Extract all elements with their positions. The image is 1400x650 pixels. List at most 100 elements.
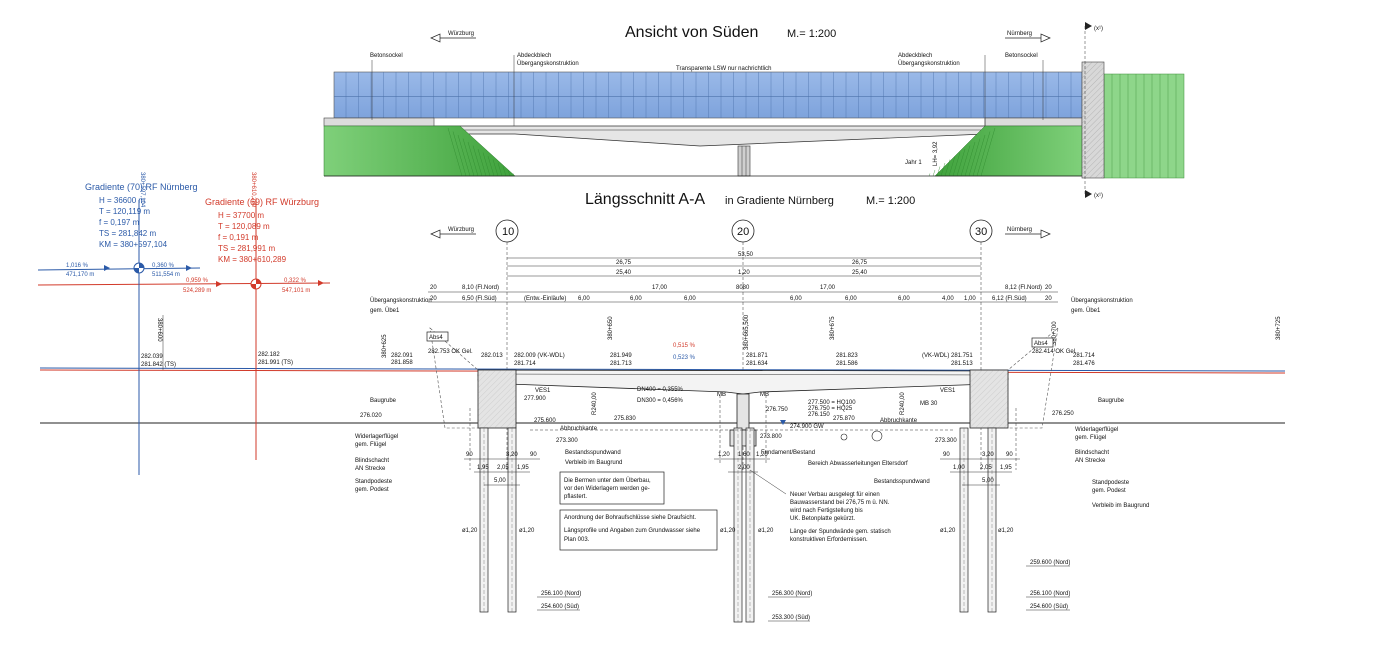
level-274-900-gw: 274.900 GW	[790, 424, 824, 430]
pd-l4: 2,05	[497, 465, 509, 471]
pipe-dn800	[840, 433, 848, 441]
axis-label-20: 20	[737, 226, 749, 238]
pile-group	[479, 427, 997, 623]
callout-l-uebergang: Übergangskonstruktion	[370, 297, 432, 304]
dim-total-53-50: 53,50	[738, 252, 754, 258]
barrier-cap-line	[334, 96, 1082, 97]
callout-l-standpodeste: Standpodeste	[355, 479, 393, 485]
note-bermen-2: pflastert.	[564, 494, 587, 500]
slope-label-blue: 0,523 %	[673, 355, 696, 361]
level-275-600: 275.600	[534, 418, 556, 424]
direction-right-label: Nürnberg	[1007, 31, 1032, 37]
dim-row3-6: 20	[1045, 285, 1052, 291]
gradient-station-blue-vertical: 380+597,104	[139, 172, 145, 208]
callout-r-widerlager: Widerlagerflügel	[1075, 427, 1118, 433]
note-bohr-0: Anordnung der Bohraufschlüsse siehe Drau…	[564, 515, 696, 521]
label-ves1-left: VES1	[535, 388, 551, 394]
label-betonsockel-left: Betonsockel	[370, 53, 403, 59]
grass-hatch-line	[482, 152, 491, 177]
middle-pier-section	[736, 393, 750, 431]
right-wall-tower-hatch	[1082, 62, 1104, 178]
grass-hatch-line	[968, 138, 981, 177]
tip-right-0: 259.600 (Nord)	[1030, 560, 1070, 566]
pd-l5: 1,95	[517, 465, 529, 471]
grass-hatch-line	[457, 134, 471, 177]
tip-mid-1: 253.300 (Süd)	[772, 615, 810, 621]
red-len2: 547,101 m	[282, 288, 310, 294]
deck-levels-left: 282.091 281.858 282.753 OK Gel. 282.013 …	[391, 349, 565, 367]
label-mb-2: MB	[760, 392, 769, 398]
deck-level-r3: 281.714	[1073, 353, 1095, 359]
callout-r-an-strecke: AN Strecke	[1075, 458, 1106, 464]
concrete-socket-left	[323, 117, 435, 127]
dim-row4-7: 6,00	[845, 296, 857, 302]
label-transparente-lsw: Transparente LSW nur nachrichtlich	[676, 66, 772, 72]
station-380-675: 380+675	[830, 316, 836, 340]
grass-hatch-line	[936, 166, 941, 177]
label-uebergang-left: Übergangskonstruktion	[517, 60, 579, 67]
abutment-left	[429, 327, 517, 429]
blue-slope2: 0,360 %	[152, 263, 175, 269]
gradient-blue-row1: T = 120,119 m	[99, 207, 150, 216]
grass-hatch-line	[960, 145, 971, 177]
label-abwasser: Bereich Abwasserleitungen Eltersdorf	[808, 461, 908, 467]
note-verbau-0: Neuer Verbau ausgelegt für einen	[790, 492, 880, 498]
grass-hatch-line	[507, 169, 511, 177]
axis-label-30: 30	[975, 226, 987, 238]
station-380-600: 380+600	[156, 318, 162, 342]
deck-level-l5: 281.714	[514, 361, 536, 367]
deck-level-r4: 281.476	[1073, 361, 1095, 367]
section-direction-left: Würzburg	[430, 227, 476, 239]
section-direction-right: Nürnberg	[1005, 227, 1051, 239]
label-abdeckblech-right: Abdeckblech	[898, 53, 932, 59]
note-verbau-3: UK. Betonplatte gekürzt.	[790, 516, 855, 522]
ts-symbol-red	[250, 278, 262, 290]
label-mb-30: MB 30	[920, 401, 938, 407]
note-verbau-2: wird nach Fertigstellung bis	[789, 508, 863, 514]
concrete-socket-right	[984, 117, 1083, 127]
pd-r6: 5,00	[982, 478, 994, 484]
level-275-870: 275.870	[833, 416, 855, 422]
deck-level-m1: 281.713	[610, 361, 632, 367]
pd-r5: 1,95	[1000, 465, 1012, 471]
pile-dia-5: ø1,20	[998, 528, 1014, 534]
ts-blue-2: 281.842 (TS)	[141, 362, 176, 368]
tip-right-1: 256.100 (Nord)	[1030, 591, 1070, 597]
deck-level-r0: (VK-WDL) 281.751	[922, 353, 973, 359]
callout-r-gem-fluegel: gem. Flügel	[1075, 435, 1106, 441]
callout-l-gem-ube1: gem. Übe1	[370, 307, 400, 314]
callout-r-blindschacht: Blindschacht	[1075, 450, 1109, 456]
deck-level-m2: 281.871	[746, 353, 768, 359]
station-380-665: 380+665,500	[744, 314, 750, 350]
gradient-red-title: Gradiente (69) RF Würzburg	[205, 197, 319, 207]
deck-level-l0: 282.091	[391, 353, 413, 359]
dim-25-40-left: 25,40	[616, 270, 632, 276]
dim-26-75-right: 26,75	[852, 260, 868, 266]
grass-hatch-line	[462, 138, 475, 177]
label-jahr-1: Jahr 1	[905, 160, 922, 166]
section-direction-right-label: Nürnberg	[1007, 227, 1032, 233]
note-verbau: Neuer Verbau ausgelegt für einen Bauwass…	[749, 469, 891, 543]
pd-r3: 1,00	[953, 465, 965, 471]
label-ves1-right: VES1	[940, 388, 956, 394]
tip-left-0: 256.100 (Nord)	[541, 591, 581, 597]
grass-hatch-line	[477, 148, 487, 177]
callout-r-276250: 276.250	[1052, 411, 1074, 417]
label-bestandsspundwand-right: Bestandsspundwand	[874, 479, 930, 485]
station-380-725: 380+725	[1276, 316, 1282, 340]
label-betonsockel-right: Betonsockel	[1005, 53, 1038, 59]
grass-hatch-line	[980, 127, 996, 177]
right-callouts: Übergangskonstruktion gem. Übe1 Abs4 Bau…	[1031, 297, 1149, 509]
note-bermen-0: Die Bermen unter dem Überbau,	[564, 477, 651, 484]
pile-dia-3: ø1,20	[758, 528, 774, 534]
red-slope2: 0,322 %	[284, 278, 307, 284]
pd-r0: 90	[943, 452, 950, 458]
superstructure-section	[477, 369, 1009, 395]
gradient-red-row1: T = 120,089 m	[218, 222, 270, 231]
blue-len1: 471,170 m	[66, 272, 94, 278]
label-abbruchkante-right: Abbruchkante	[880, 418, 918, 424]
elevation-title: Ansicht von Süden	[625, 24, 758, 41]
pd-r2: 90	[1006, 452, 1013, 458]
pd-m2: 1,20	[756, 452, 768, 458]
deck-level-m0: 281.949	[610, 353, 632, 359]
